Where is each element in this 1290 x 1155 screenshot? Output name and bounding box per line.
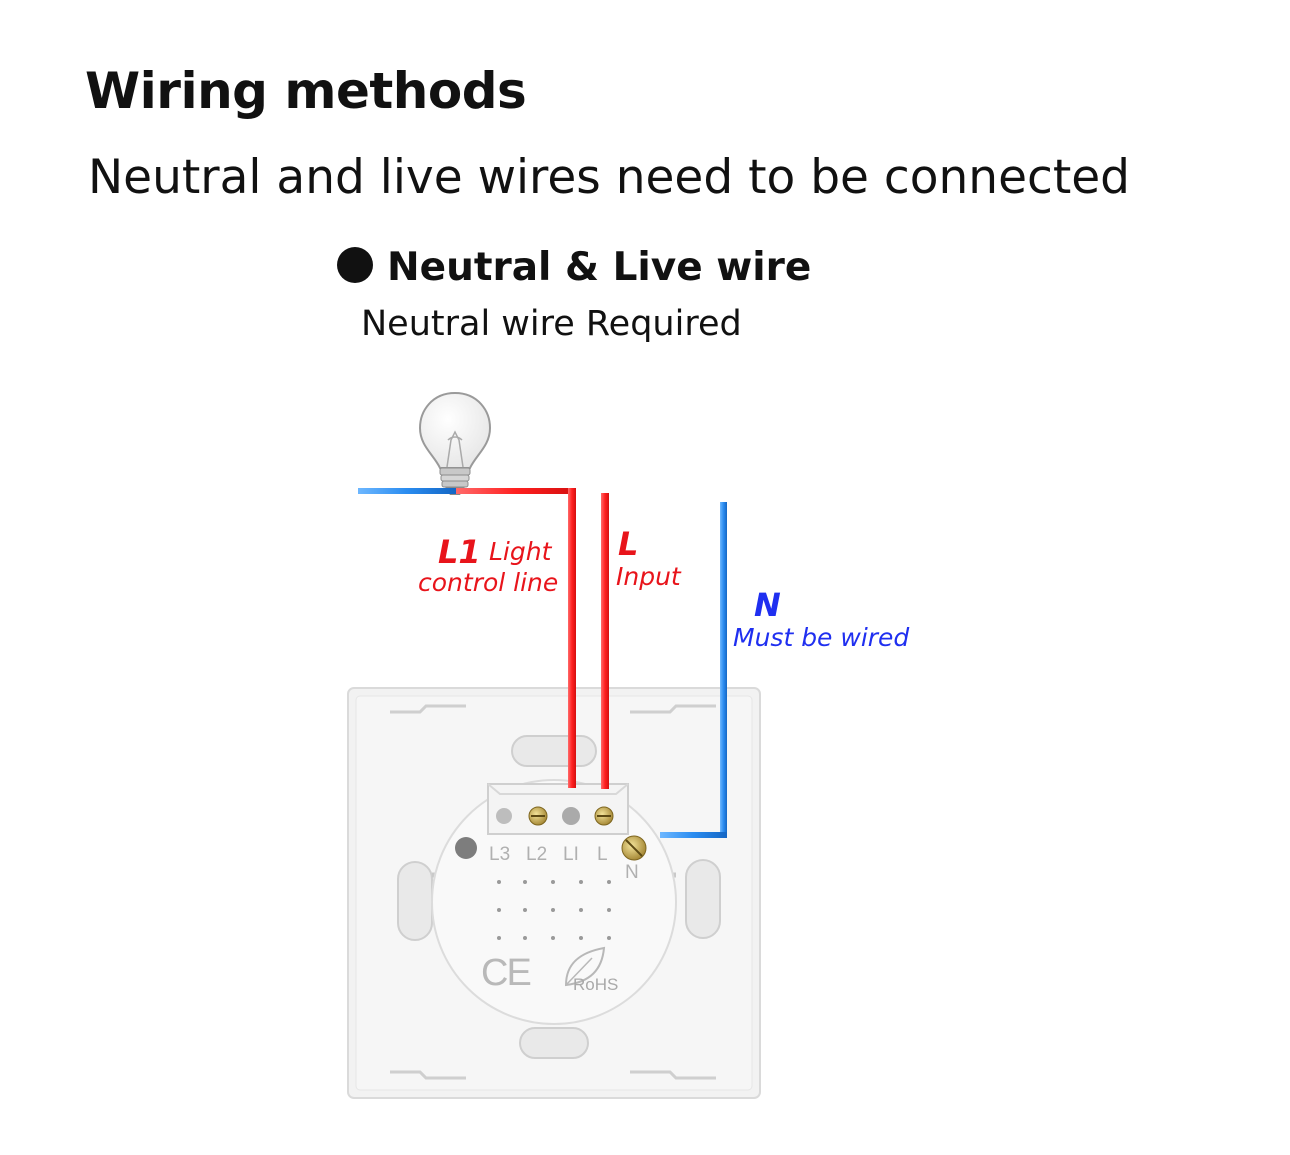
n-wire	[660, 502, 727, 838]
page-title: Wiring methods	[85, 62, 527, 120]
n-desc: Must be wired	[733, 623, 909, 652]
section-title: Neutral & Live wire	[337, 245, 811, 290]
l1-code: L1	[438, 533, 481, 571]
l1-desc-line1: Light	[489, 537, 553, 566]
terminal-label-l1: LI	[563, 844, 579, 865]
section-title-text: Neutral & Live wire	[387, 245, 812, 290]
terminal-label-l: L	[597, 844, 608, 865]
terminal-label-l2: L2	[526, 844, 547, 865]
leaf-icon	[564, 946, 606, 987]
n-code: N	[754, 586, 781, 624]
l-desc: Input	[616, 562, 682, 591]
switch-module	[431, 779, 677, 1025]
terminal-label-l3: L3	[489, 844, 510, 865]
rohs-mark: RoHS	[573, 975, 618, 994]
neutral-wire-lamp	[358, 488, 456, 494]
ce-mark: CE	[481, 952, 530, 994]
page-subtitle: Neutral and live wires need to be connec…	[88, 150, 1131, 205]
terminal-label-n: N	[625, 862, 639, 883]
section-subtitle: Neutral wire Required	[361, 304, 742, 344]
l-input-wire	[601, 493, 609, 789]
bullet-icon	[337, 247, 373, 283]
l1-desc-line2: control line	[418, 568, 558, 597]
light-bulb-icon	[418, 391, 492, 495]
l1-wire	[456, 488, 576, 788]
l-code: L	[618, 525, 638, 563]
